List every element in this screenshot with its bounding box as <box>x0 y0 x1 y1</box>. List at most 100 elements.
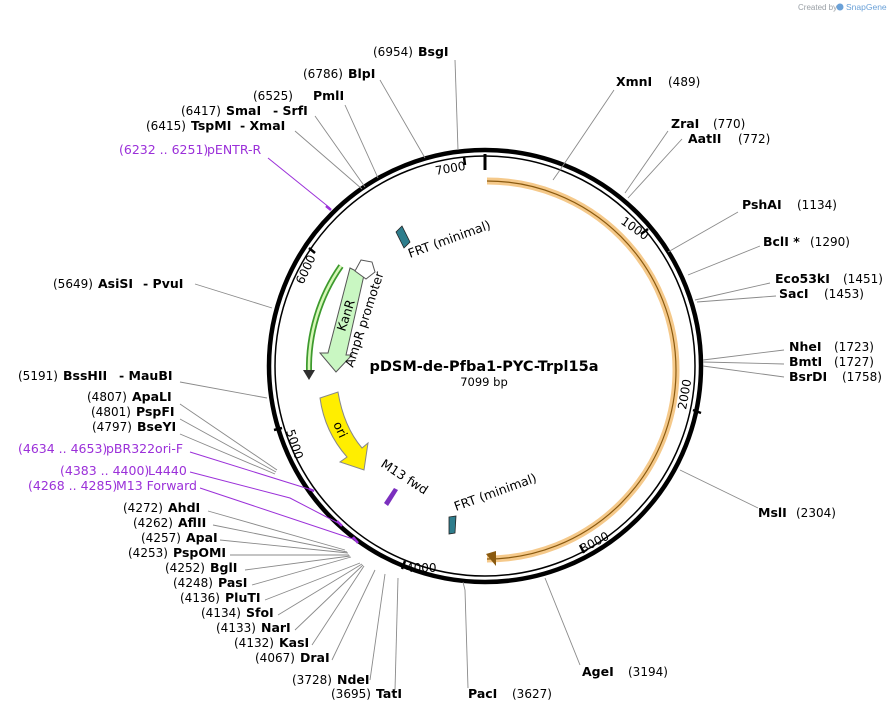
site-ndei[interactable]: NdeI <box>337 672 370 687</box>
site-zrai[interactable]: ZraI <box>671 116 699 131</box>
leader-line <box>679 469 759 509</box>
site-apali[interactable]: ApaLI <box>132 389 172 404</box>
site-bsrdi[interactable]: BsrDI <box>789 369 827 384</box>
site-pvui[interactable]: - PvuI <box>143 276 183 291</box>
site-ahdi-pos: (4272) <box>123 501 163 515</box>
leader-line <box>687 245 761 276</box>
leader-line <box>179 403 278 471</box>
site-bsshii[interactable]: BssHII <box>63 368 107 383</box>
site-pspfi[interactable]: PspFI <box>136 404 175 419</box>
tick-mark <box>400 560 407 570</box>
site-tati-pos: (3695) <box>331 687 371 701</box>
credit-prefix: Created by <box>798 3 837 12</box>
site-nari[interactable]: NarI <box>261 620 291 635</box>
site-srfi[interactable]: - SrfI <box>273 103 308 118</box>
primer-pentr-r[interactable]: pENTR-R <box>207 142 262 157</box>
site-asisi[interactable]: AsiSI <box>98 276 133 291</box>
ampr-promoter-feature <box>354 259 376 280</box>
kanr-feature-arrow <box>318 267 365 373</box>
leader-line <box>462 581 469 689</box>
primer-m13-forward-range: (4268 .. 4285) <box>28 478 117 493</box>
ori-label: ori <box>330 419 350 440</box>
site-aatii[interactable]: AatII <box>688 131 721 146</box>
site-pasi[interactable]: PasI <box>218 575 247 590</box>
site-bcli[interactable]: BclI * <box>763 234 800 249</box>
primer-mark <box>325 205 332 211</box>
leader-line <box>212 524 348 553</box>
primer-m13-forward[interactable]: M13 Forward <box>116 478 197 493</box>
primer-pbr322ori-f[interactable]: pBR322ori-F <box>106 441 183 456</box>
leader-line <box>179 433 276 475</box>
site-pspomi[interactable]: PspOMI <box>173 545 226 560</box>
ori-feature-arrow <box>319 391 369 471</box>
site-nhei[interactable]: NheI <box>789 339 822 354</box>
leader-line <box>311 565 365 646</box>
primer-mark <box>352 536 359 544</box>
site-agei[interactable]: AgeI <box>582 664 614 679</box>
orf-arrowhead-icon <box>486 551 496 566</box>
site-ahdi[interactable]: AhdI <box>168 500 200 515</box>
site-bgli[interactable]: BglI <box>210 560 237 575</box>
leader-line <box>379 79 426 159</box>
site-nhei-pos: (1723) <box>834 340 874 354</box>
leader-line <box>344 104 379 179</box>
site-xmni-pos: (489) <box>668 75 700 89</box>
primer-l4440[interactable]: L4440 <box>148 463 187 478</box>
site-saci-pos: (1453) <box>824 287 864 301</box>
site-bmti[interactable]: BmtI <box>789 354 822 369</box>
frt-top-label: FRT (minimal) <box>406 217 493 261</box>
site-smai[interactable]: SmaI <box>226 103 261 118</box>
site-drai[interactable]: DraI <box>300 650 330 665</box>
site-pluti[interactable]: PluTI <box>225 590 261 605</box>
orf-arc <box>486 180 677 560</box>
site-saci[interactable]: SacI <box>779 286 809 301</box>
site-apai[interactable]: ApaI <box>186 530 218 545</box>
site-msli[interactable]: MslI <box>758 505 787 520</box>
site-eco53ki[interactable]: Eco53kI <box>775 271 830 286</box>
right-leader-lines <box>462 89 785 689</box>
site-pshai[interactable]: PshAI <box>742 197 782 212</box>
site-bmti-pos: (1727) <box>834 355 874 369</box>
site-tati[interactable]: TatI <box>376 686 402 701</box>
site-blpi[interactable]: BlpI <box>348 66 375 81</box>
site-pmli[interactable]: PmlI <box>313 88 344 103</box>
site-bseyi[interactable]: BseYI <box>137 419 176 434</box>
site-bsshii-pos: (5191) <box>18 369 58 383</box>
m13-fwd-feature-icon <box>384 488 398 506</box>
tick-mark <box>462 156 467 166</box>
site-xmni[interactable]: XmnI <box>616 74 652 89</box>
site-kasi[interactable]: KasI <box>279 635 309 650</box>
site-afiii[interactable]: AflII <box>178 515 206 530</box>
site-bseyi-pos: (4797) <box>92 420 132 434</box>
left-leader-lines <box>179 59 459 691</box>
site-bcli-pos: (1290) <box>810 235 850 249</box>
primer-mark <box>308 487 315 493</box>
kanr-arc-arrowhead-icon <box>303 370 315 380</box>
site-pmli-pos: (6525) <box>253 89 293 103</box>
site-eco53ki-pos: (1451) <box>843 272 883 286</box>
frt-top-feature-icon <box>395 225 411 249</box>
credit-brand: SnapGene <box>846 2 887 12</box>
site-bsgi-pos: (6954) <box>373 45 413 59</box>
credit: Created by SnapGene <box>798 2 887 12</box>
site-sfoi[interactable]: SfoI <box>246 605 274 620</box>
site-bsgi[interactable]: BsgI <box>418 44 449 59</box>
site-pasi-pos: (4248) <box>173 576 213 590</box>
leader-line <box>696 295 777 303</box>
left-site-labels: (6954) BsgI (6786) BlpI (6525) PmlI (641… <box>18 44 449 701</box>
site-paci[interactable]: PacI <box>468 686 497 701</box>
site-drai-pos: (4067) <box>255 651 295 665</box>
leader-line <box>702 349 785 361</box>
leader-line <box>179 381 268 399</box>
site-smai-pos: (6417) <box>181 104 221 118</box>
tick-mark <box>692 408 702 415</box>
site-maubi[interactable]: - MauBI <box>119 368 173 383</box>
leader-line <box>667 211 739 253</box>
site-paci-pos: (3627) <box>512 687 552 701</box>
primer-pentr-r-range: (6232 .. 6251) <box>119 142 208 157</box>
site-tspmi[interactable]: TspMI <box>191 118 231 133</box>
primer-pbr322ori-f-range: (4634 .. 4653) <box>18 441 107 456</box>
site-xmai[interactable]: - XmaI <box>240 118 285 133</box>
